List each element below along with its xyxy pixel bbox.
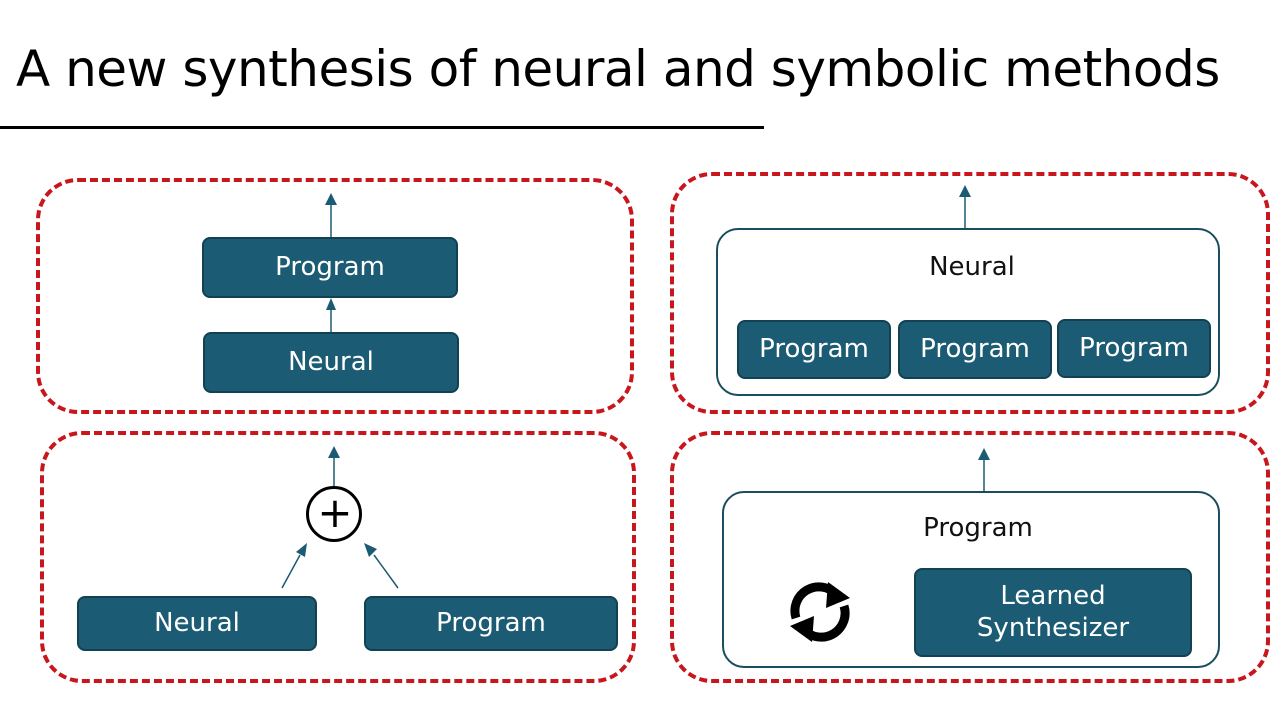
tr-neural-label: Neural [929,252,1015,282]
bl-arrow-program-to-plus [373,554,399,589]
bl-program-box: Program [364,596,618,651]
tr-program-box-2: Program [898,320,1052,379]
panel-bottom-left [40,431,636,683]
plus-operator-label: + [317,488,353,537]
tr-program-box-1: Program [737,320,891,379]
br-program-label: Program [923,513,1033,543]
page-title: A new synthesis of neural and symbolic m… [16,40,1220,98]
tl-program-box: Program [202,237,458,298]
refresh-cycle-icon [790,582,850,642]
panel-bottom-right [670,431,1270,683]
bl-arrow-neural-to-plus [281,554,301,589]
panel-top-left [36,178,634,414]
tl-neural-box: Neural [203,332,459,393]
br-learned-synthesizer-box: Learned Synthesizer [914,568,1192,657]
tr-program-box-3: Program [1057,319,1211,378]
plus-circle-icon [306,486,362,542]
bl-neural-box: Neural [77,596,317,651]
title-underline [0,126,764,129]
panel-top-right [670,172,1270,414]
